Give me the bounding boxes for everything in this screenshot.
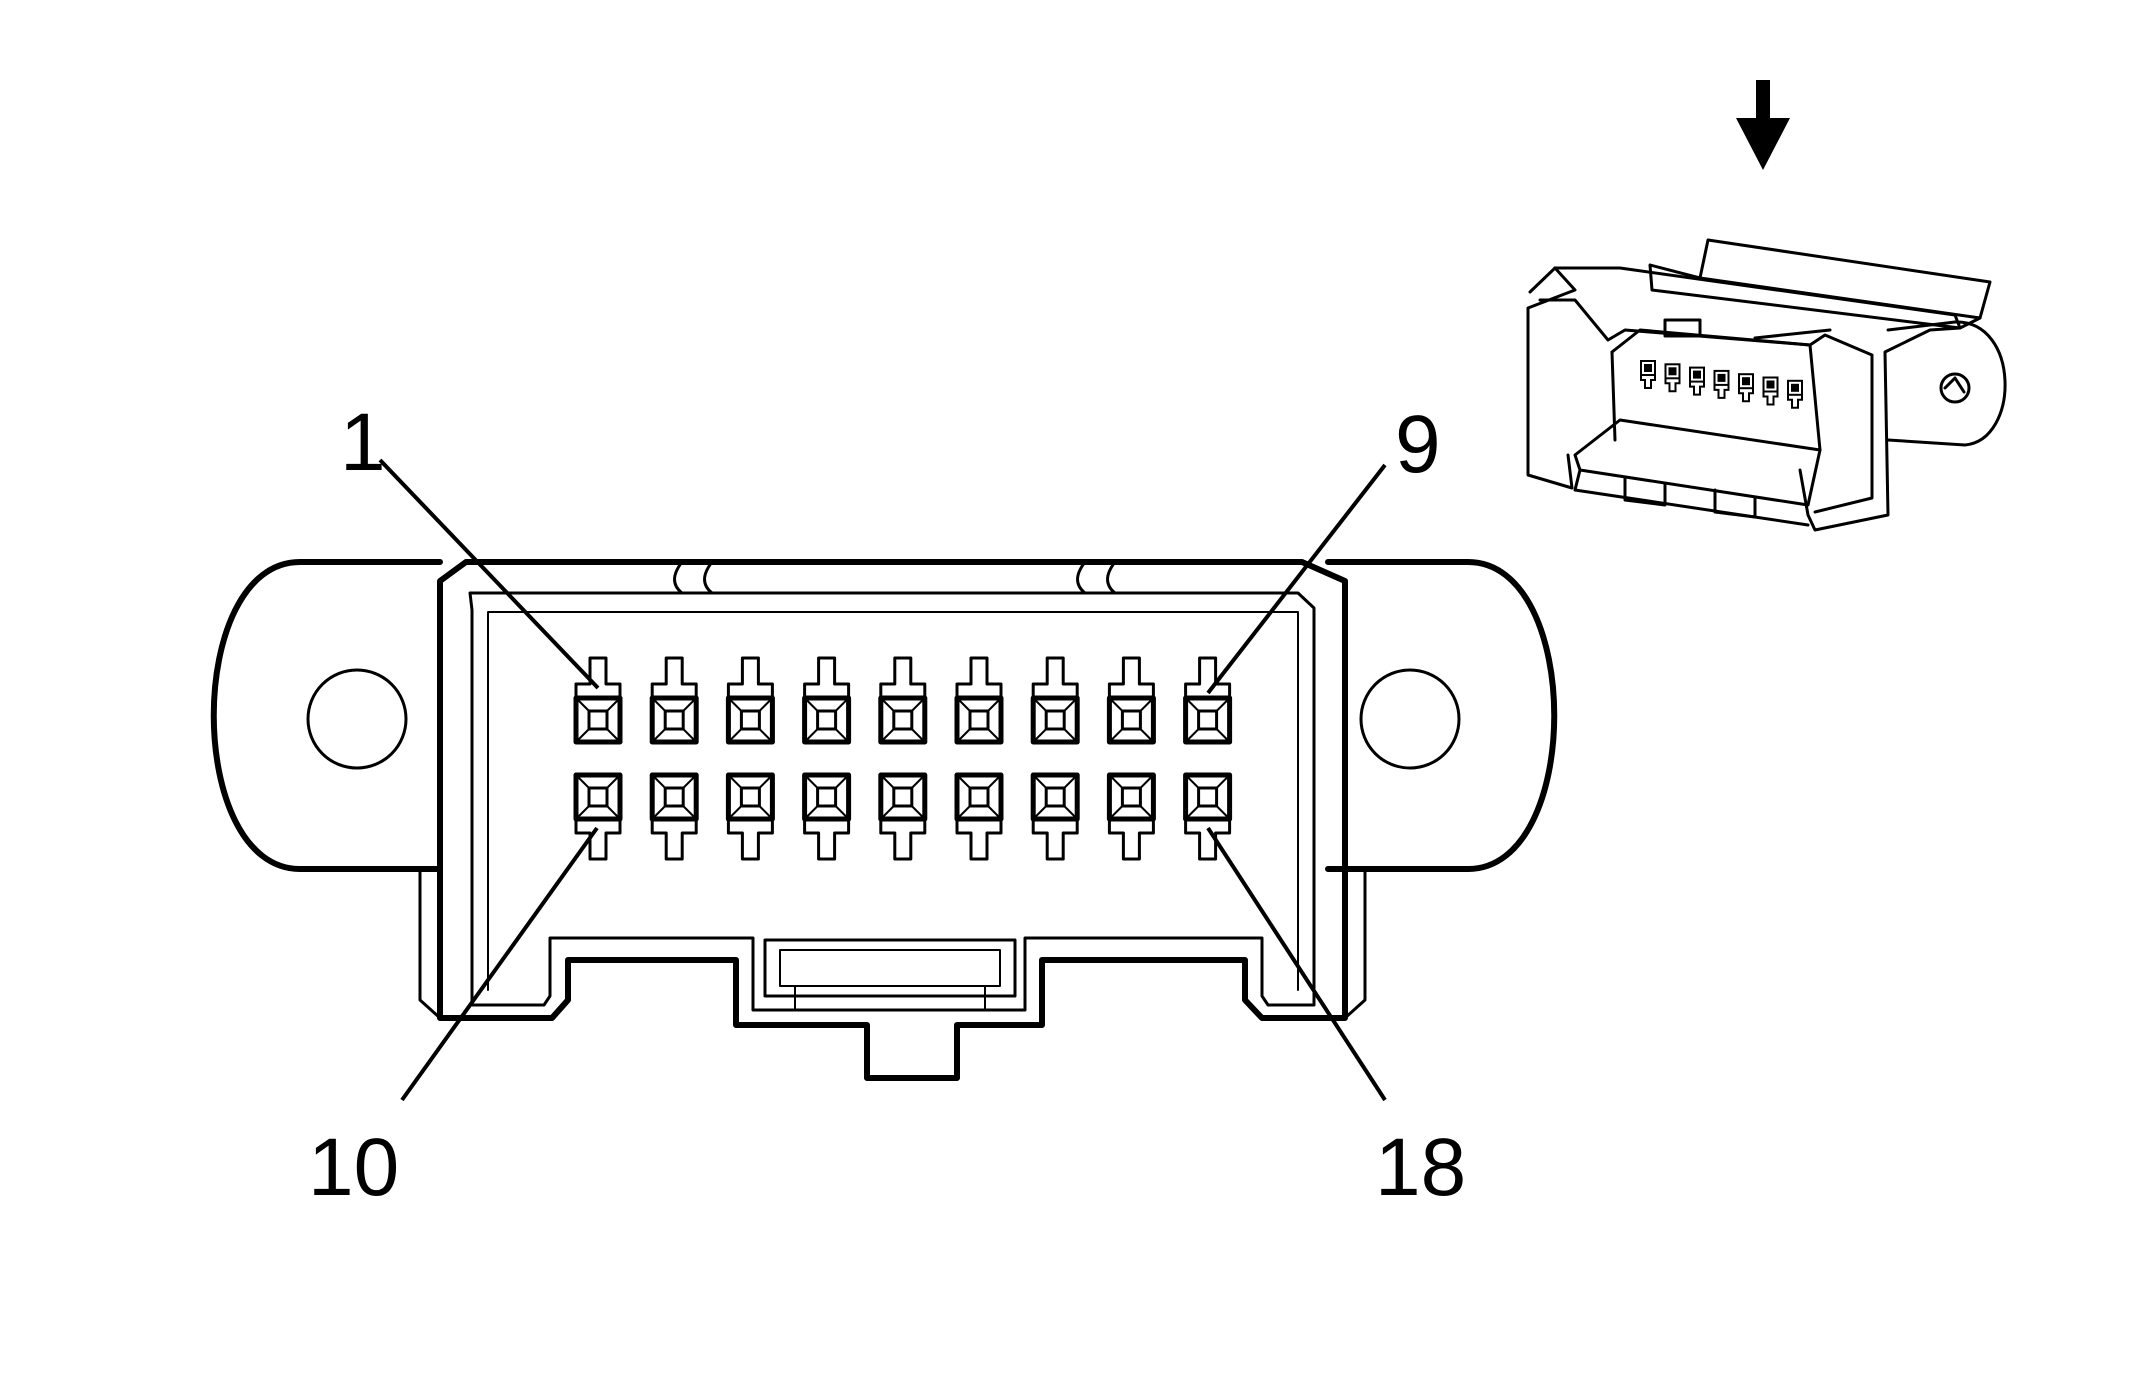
housing-inner-2 [487,611,1299,991]
pin-terminal-18 [1183,772,1233,861]
right-mounting-ear [1325,559,1558,872]
pin-terminal-7 [1030,656,1080,745]
housing-outer [437,559,1348,1081]
inset-pin-5 [1738,373,1754,403]
pin-label-10: 10 [308,1122,399,1213]
leader-line-10 [400,826,599,1102]
arrow-down-icon [1736,80,1790,170]
pin-terminal-12 [725,772,775,861]
inset-pin-6 [1762,376,1779,406]
pin-terminal-8 [1106,656,1156,745]
pin-terminal-4 [802,656,852,745]
leader-lines [378,458,1387,1102]
inset-pin-4 [1713,369,1730,399]
pin-terminals [573,656,1233,861]
pin-terminal-9 [1183,656,1233,745]
pin-terminal-15 [954,772,1004,861]
pin-label-9: 9 [1395,399,1441,490]
inset-pin-1 [1640,360,1656,389]
pin-terminal-17 [1106,772,1156,861]
latch-inner [779,949,1001,987]
pin-terminal-1 [573,656,623,745]
inset-pin-7 [1787,379,1803,409]
pin-terminal-6 [954,656,1004,745]
inset-pin-terminals [1640,360,1803,409]
pin-terminal-16 [1030,772,1080,861]
housing-inner [468,591,1316,1012]
inset-pin-2 [1664,363,1681,393]
pin-terminal-10 [573,772,623,861]
latch-outer [763,938,1017,998]
pin-terminal-14 [878,772,928,861]
pin-label-18: 18 [1375,1122,1466,1213]
inset-pin-3 [1689,366,1705,396]
pin-terminal-13 [802,772,852,861]
leader-line-18 [1206,826,1387,1102]
right-mounting-hole [1359,668,1461,770]
leader-line-9 [1206,463,1387,695]
connector-isometric-view [1526,238,2007,532]
pin-terminal-11 [649,772,699,861]
pin-terminal-3 [725,656,775,745]
leader-line-1 [378,458,600,690]
connector-face-view [210,559,1558,1081]
left-mounting-ear [210,559,443,872]
pin-terminal-2 [649,656,699,745]
top-key-right [1076,560,1117,595]
top-key-left [673,560,714,595]
pin-terminal-5 [878,656,928,745]
left-mounting-hole [306,668,408,770]
pin-label-1: 1 [340,397,386,488]
